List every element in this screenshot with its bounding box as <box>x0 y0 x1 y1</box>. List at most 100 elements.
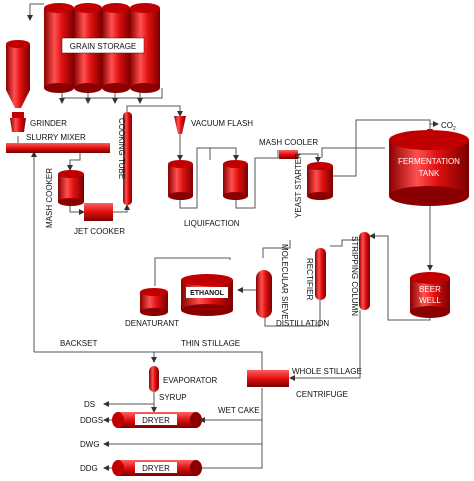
liquifaction-tank-2-bottom <box>223 192 248 200</box>
fermentation-tank-label-2: TANK <box>419 169 440 178</box>
grain-storage-plate <box>61 37 145 54</box>
thin-stillage-label: THIN STILLAGE <box>181 339 240 348</box>
mash-cooler: MASH COOLER <box>259 138 318 159</box>
beer-well-top <box>410 272 450 284</box>
grain-storage: GRAIN STORAGE <box>44 3 160 93</box>
denaturant-tank-top <box>140 288 168 296</box>
hopper-top <box>6 40 30 48</box>
liquifaction-tank-1-top <box>168 160 193 168</box>
yeast-starter-top <box>307 162 333 170</box>
beer-well-label: BEER <box>419 285 441 294</box>
mash-cooker-bottom <box>58 198 84 206</box>
molecular-sieve-label: MOLECULAR SIEVE <box>280 244 289 320</box>
syrup-label: SYRUP <box>159 393 187 402</box>
liquifaction-tank-1 <box>168 164 193 196</box>
dryer-2: DRYER <box>112 460 202 476</box>
grinder-icon <box>10 118 26 132</box>
dryer-1-end-left <box>112 412 124 428</box>
cooking-tube-label: COOKING TUBE <box>117 118 126 179</box>
grain-silo-4-bottom <box>130 83 160 93</box>
centrifuge: CENTRIFUGE <box>247 370 348 399</box>
grinder-label: GRINDER <box>30 119 67 128</box>
grain-silo-1-top <box>44 3 74 13</box>
ddgs-label: DDGS <box>80 416 103 425</box>
dryer-1-plate <box>135 414 177 425</box>
jet-cooker-body <box>84 203 113 221</box>
fermentation-tank-top <box>389 130 469 150</box>
grinder-top <box>12 112 24 118</box>
centrifuge-body <box>247 370 289 387</box>
grain-silo-2-top <box>74 3 102 13</box>
grain-silo-3-top <box>102 3 130 13</box>
dryer-2-label: DRYER <box>142 464 170 473</box>
stripping-column-label: STRIPPING COLUMN <box>350 236 359 316</box>
yeast-starter-bottom <box>307 192 333 200</box>
mash-cooker-top <box>58 170 84 178</box>
beer-well-bottom <box>410 306 450 318</box>
vacuum-flash-icon <box>174 116 186 134</box>
grain-storage-label: GRAIN STORAGE <box>70 42 137 51</box>
mash-cooler-body <box>279 150 298 159</box>
denaturant-label: DENATURANT <box>125 319 179 328</box>
distillation-label: DISTILLATION <box>276 319 329 328</box>
cooking-tube: COOKING TUBE <box>117 112 132 205</box>
ddg-label: DDG <box>80 464 98 473</box>
ethanol-tank: ETHANOL <box>181 274 233 316</box>
evaporator-body <box>149 366 159 392</box>
dryer-1: DRYER <box>112 412 202 428</box>
rectifier-body <box>315 248 326 300</box>
evaporator-label: EVAPORATOR <box>163 376 217 385</box>
mash-cooker-label: MASH COOKER <box>45 168 54 228</box>
pipes <box>17 3 439 471</box>
stripping-column-body <box>359 232 370 310</box>
grain-silo-2-bottom <box>74 83 102 93</box>
mash-cooker-body <box>58 174 84 202</box>
liquifaction-tank-2-top <box>223 160 248 168</box>
grain-silo-4-top <box>130 3 160 13</box>
ethanol-tank-plate <box>186 287 228 298</box>
slurry-mixer-body <box>6 143 110 153</box>
grinder-hopper: GRINDER <box>6 40 67 132</box>
evaporator: EVAPORATOR SYRUP <box>149 366 217 402</box>
ds-label: DS <box>84 400 95 409</box>
liquifaction-tank-2 <box>223 164 248 196</box>
beer-well: BEER WELL <box>410 272 450 318</box>
rectifier-label: RECTIFIER <box>305 258 314 300</box>
molecular-sieve: MOLECULAR SIEVE DISTILLATION <box>256 244 329 328</box>
dryer-1-label: DRYER <box>142 416 170 425</box>
jet-cooker-label: JET COOKER <box>74 227 125 236</box>
dryer-1-end-right <box>190 412 202 428</box>
slurry-mixer: SLURRY MIXER <box>6 133 110 153</box>
liquifaction: LIQUIFACTION <box>168 160 248 228</box>
dryer-2-end-right <box>190 460 202 476</box>
slurry-mixer-label: SLURRY MIXER <box>26 133 86 142</box>
rectifier: RECTIFIER <box>305 248 326 300</box>
backset-label: BACKSET <box>60 339 97 348</box>
yeast-starter-body <box>307 166 333 196</box>
whole-stillage-label: WHOLE STILLAGE <box>292 367 362 376</box>
stripping-column: STRIPPING COLUMN <box>350 232 370 316</box>
liquifaction-tank-1-bottom <box>168 192 193 200</box>
fermentation-tank-label: FERMENTATION <box>398 157 460 166</box>
centrifuge-label: CENTRIFUGE <box>296 390 348 399</box>
fermentation-tank: FERMENTATION TANK CO2 <box>389 121 469 206</box>
beer-well-label-2: WELL <box>419 296 441 305</box>
denaturant-tank-body <box>140 292 168 312</box>
vacuum-flash-label: VACUUM FLASH <box>191 119 253 128</box>
dryer-2-end-left <box>112 460 124 476</box>
grain-silo-1-bottom <box>44 83 74 93</box>
ethanol-tank-bottom <box>181 304 233 316</box>
co2-label: CO2 <box>441 121 456 132</box>
dryer-2-plate <box>135 462 177 473</box>
grain-silo-3-bottom <box>102 83 130 93</box>
denaturant-tank-bottom <box>140 308 168 316</box>
dwg-label: DWG <box>80 440 100 449</box>
molecular-sieve-body <box>256 270 272 318</box>
mash-cooker: MASH COOKER <box>45 168 84 228</box>
ethanol-tank-top <box>181 274 233 286</box>
mash-cooler-label: MASH COOLER <box>259 138 318 147</box>
hopper-body <box>6 44 30 90</box>
hopper-cone <box>6 90 30 108</box>
